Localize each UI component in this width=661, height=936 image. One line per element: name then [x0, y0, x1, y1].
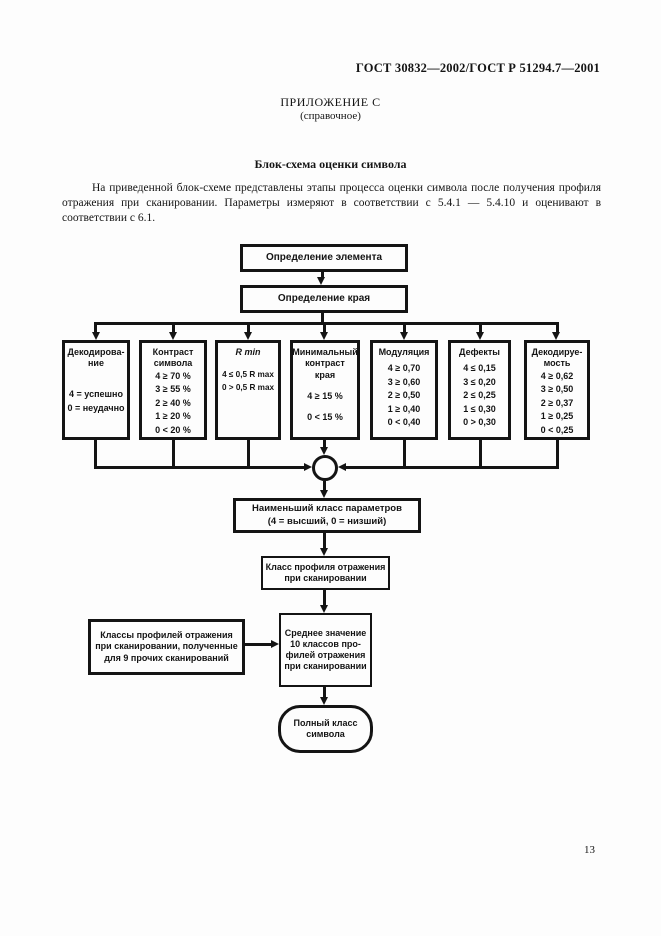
section-title: Блок-схема оценки символа	[254, 157, 407, 171]
flow-box-decodability: Декодируе- мость 4 ≥ 0,62 3 ≥ 0,50 2 ≥ 0…	[524, 340, 590, 440]
arrow-down-icon	[317, 277, 325, 285]
flow-box-edge-determination: Определение края	[240, 285, 408, 313]
flow-connector	[321, 313, 324, 325]
flow-connector	[323, 324, 326, 333]
flow-box-title: Декодируе- мость	[531, 347, 583, 369]
arrow-down-icon	[320, 447, 328, 455]
flow-box-min-edge-contrast: Минимальный контраст края 4 ≥ 15 % 0 < 1…	[290, 340, 360, 440]
arrow-right-icon	[304, 463, 312, 471]
flow-box-title: Модуляция	[378, 347, 430, 357]
arrow-down-icon	[244, 332, 252, 340]
flow-box-symbol-contrast: Контраст символа 4 ≥ 70 % 3 ≥ 55 % 2 ≥ 4…	[139, 340, 207, 440]
flow-box-values: 4 ≤ 0,15 3 ≤ 0,20 2 ≤ 0,25 1 ≤ 0,30 0 > …	[463, 363, 496, 428]
flow-connector	[479, 440, 482, 469]
flow-box-decoding: Декодирова- ние 4 = успешно 0 = неудачно	[62, 340, 130, 440]
flow-connector	[323, 481, 326, 491]
flow-box-average-value: Среднее значение 10 классов про- филей о…	[279, 613, 372, 687]
flow-box-title: Декодирова- ние	[67, 347, 125, 369]
flow-box-values: 4 ≥ 0,62 3 ≥ 0,50 2 ≥ 0,37 1 ≥ 0,25 0 < …	[540, 370, 574, 435]
arrow-down-icon	[320, 490, 328, 498]
flow-box-label: Определение элемента	[265, 251, 383, 263]
flow-box-scan-profile-class: Класс профиля отражения при сканировании	[261, 556, 390, 590]
flow-connector	[346, 466, 559, 469]
flow-box-label: Среднее значение 10 классов про- филей о…	[284, 627, 367, 672]
arrow-down-icon	[320, 697, 328, 705]
flow-box-element-determination: Определение элемента	[240, 244, 408, 272]
flow-connector	[94, 322, 559, 325]
flow-connector	[172, 440, 175, 469]
flow-connector	[323, 687, 326, 698]
flow-connector	[323, 590, 326, 606]
flow-box-values: 4 ≥ 70 % 3 ≥ 55 % 2 ≥ 40 % 1 ≥ 20 % 0 < …	[155, 370, 191, 435]
flow-connector	[94, 466, 306, 469]
appendix-subtitle: (справочное)	[300, 110, 361, 122]
flow-box-title: Контраст символа	[152, 347, 194, 369]
intro-paragraph: На приведенной блок-схеме представлены э…	[62, 182, 601, 225]
flow-connector	[94, 324, 97, 333]
arrow-down-icon	[552, 332, 560, 340]
arrow-down-icon	[320, 332, 328, 340]
flow-connector	[321, 271, 324, 278]
flow-connector	[247, 440, 250, 469]
arrow-right-icon	[271, 640, 279, 648]
flow-connector	[247, 324, 250, 333]
flow-box-defects: Дефекты 4 ≤ 0,15 3 ≤ 0,20 2 ≤ 0,25 1 ≤ 0…	[448, 340, 511, 440]
flow-connector	[172, 324, 175, 333]
flow-connector	[403, 440, 406, 469]
flow-box-values: 4 ≥ 0,70 3 ≥ 0,60 2 ≥ 0,50 1 ≥ 0,40 0 < …	[387, 363, 421, 428]
arrow-left-icon	[338, 463, 346, 471]
arrow-down-icon	[400, 332, 408, 340]
flow-box-values: 4 ≥ 15 % 0 < 15 %	[307, 390, 343, 423]
flow-connector	[556, 324, 559, 333]
flow-connector	[556, 440, 559, 469]
flow-box-other-scans: Классы профилей отражения при сканирован…	[88, 619, 245, 675]
flow-box-values: 4 = успешно 0 = неудачно	[67, 389, 125, 413]
flow-box-label: Наименьший класс параметров (4 = высший,…	[252, 502, 402, 527]
flow-box-values: 4 ≤ 0,5 R max 0 > 0,5 R max	[221, 370, 275, 392]
junction-circle	[312, 455, 338, 481]
flow-box-title: R min	[235, 347, 261, 357]
flow-connector	[245, 643, 272, 646]
flow-connector	[323, 440, 326, 448]
flow-box-label: Класс профиля отражения при сканировании	[265, 561, 386, 583]
page-number: 13	[584, 844, 595, 856]
flow-box-overall-symbol-class: Полный класс символа	[278, 705, 373, 753]
flow-box-modulation: Модуляция 4 ≥ 0,70 3 ≥ 0,60 2 ≥ 0,50 1 ≥…	[370, 340, 438, 440]
flow-box-label: Классы профилей отражения при сканирован…	[95, 630, 238, 663]
arrow-down-icon	[320, 548, 328, 556]
flow-box-title: Минимальный контраст края	[292, 347, 358, 380]
arrow-down-icon	[169, 332, 177, 340]
flow-connector	[94, 440, 97, 469]
flow-box-lowest-class: Наименьший класс параметров (4 = высший,…	[233, 498, 421, 533]
appendix-title: ПРИЛОЖЕНИЕ С	[280, 95, 381, 109]
flow-box-title: Дефекты	[459, 347, 500, 357]
flow-box-label: Полный класс символа	[293, 717, 358, 739]
document-header: ГОСТ 30832—2002/ГОСТ Р 51294.7—2001	[355, 61, 600, 75]
arrow-down-icon	[320, 605, 328, 613]
arrow-down-icon	[476, 332, 484, 340]
flow-connector	[323, 533, 326, 549]
flow-box-rmin: R min 4 ≤ 0,5 R max 0 > 0,5 R max	[215, 340, 281, 440]
flow-connector	[403, 324, 406, 333]
arrow-down-icon	[92, 332, 100, 340]
flow-connector	[479, 324, 482, 333]
flow-box-label: Определение края	[277, 292, 371, 304]
